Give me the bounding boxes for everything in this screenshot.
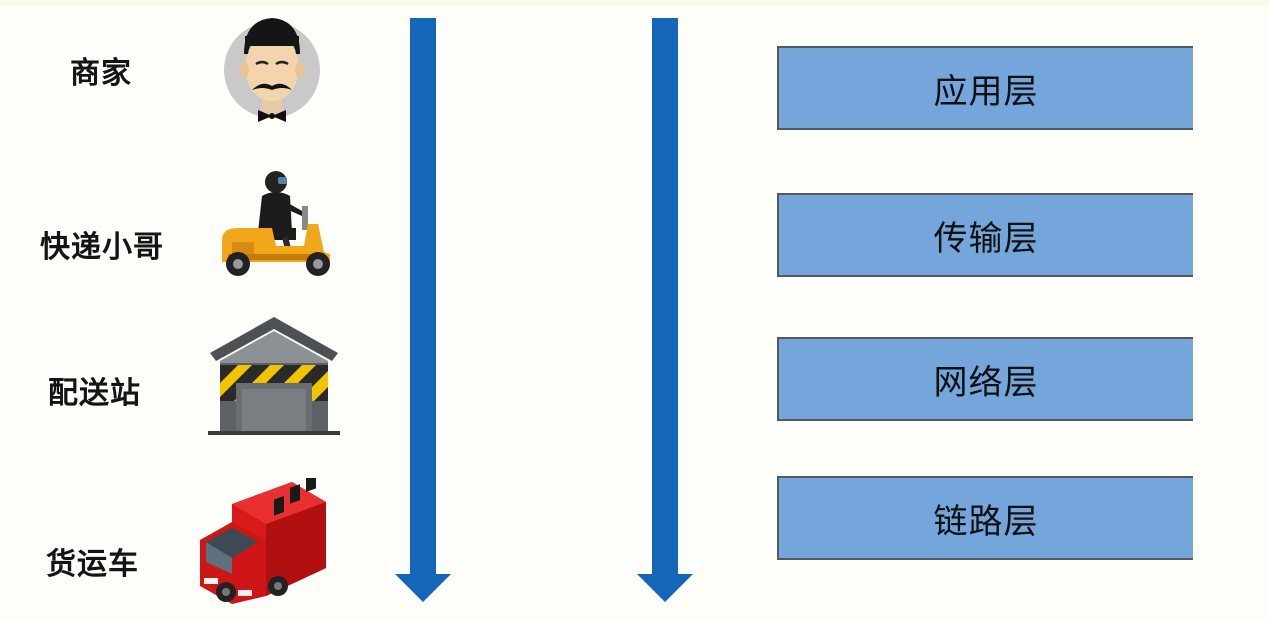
- courier-scooter-icon: [222, 171, 330, 276]
- layer-label: 链路层: [933, 501, 1039, 542]
- role-label-station: 配送站: [48, 376, 141, 411]
- layer-transport: 传输层: [777, 193, 1193, 277]
- down-arrow-right: [637, 18, 693, 602]
- layer-link: 链路层: [777, 476, 1193, 560]
- layer-label: 传输层: [933, 218, 1039, 259]
- delivery-truck-icon: [200, 478, 326, 604]
- role-label-merchant: 商家: [70, 56, 132, 91]
- down-arrow-left: [395, 18, 451, 602]
- layer-application: 应用层: [777, 46, 1193, 130]
- top-strip: [0, 0, 1269, 6]
- role-label-courier: 快递小哥: [40, 230, 164, 265]
- merchant-icon: [224, 18, 320, 122]
- layer-network: 网络层: [777, 337, 1193, 421]
- role-label-truck: 货运车: [46, 547, 139, 582]
- warehouse-icon: [208, 317, 340, 435]
- layer-label: 网络层: [933, 362, 1039, 403]
- layer-label: 应用层: [933, 71, 1039, 112]
